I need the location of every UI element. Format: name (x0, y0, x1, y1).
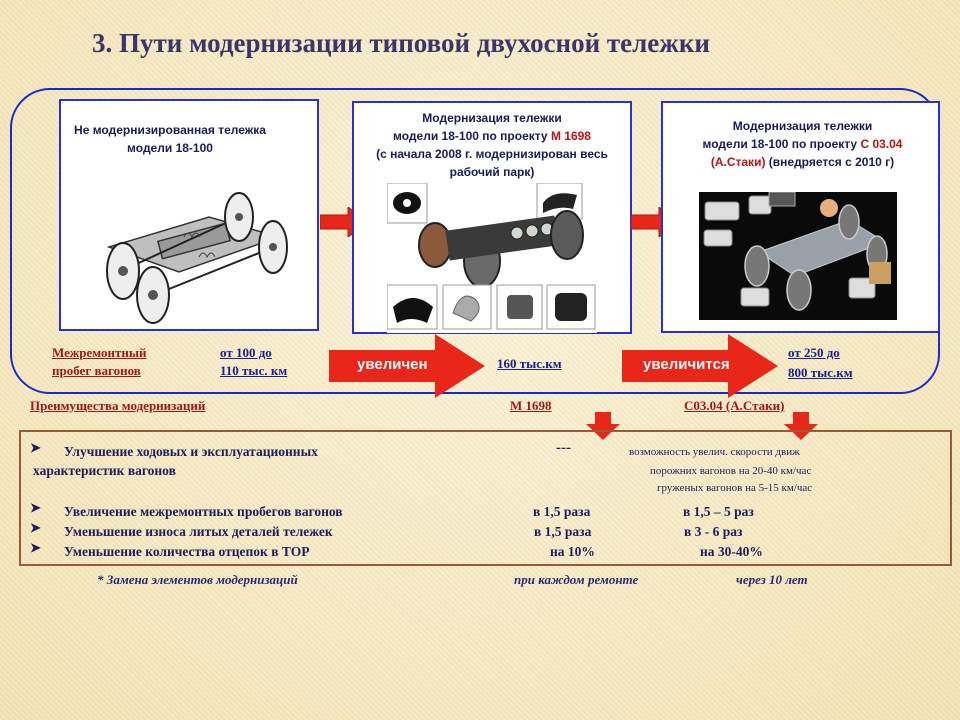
adv-row4-m1698: на 10% (550, 544, 595, 559)
increase-arrow-m1698: увеличен (329, 334, 485, 398)
bullet-arrow-icon: ➤ (30, 520, 41, 535)
adv-row3-m1698: в 1,5 раза (534, 524, 592, 539)
adv-row4-label: Уменьшение количества отцепок в ТОР (64, 544, 310, 559)
panel3-stucki: (А.Стаки) (710, 155, 766, 169)
bogie-image-m1698 (387, 183, 597, 333)
right-arrow-icon (329, 334, 485, 398)
adv-row1-c0304-line3: груженых вагонов на 5-15 км/час (657, 482, 813, 494)
adv-row1-m1698: --- (556, 440, 571, 456)
panel-unmodernized: Не модернизированная тележка модели 18-1… (59, 99, 319, 331)
advantages-table (19, 430, 952, 566)
panel2-project-code: М 1698 (550, 129, 591, 143)
panel2-line1: Модернизация тележки (422, 111, 562, 125)
adv-row2-m1698: в 1,5 раза (533, 504, 591, 519)
bullet-arrow-icon: ➤ (30, 500, 41, 515)
bullet-arrow-icon: ➤ (30, 440, 41, 455)
panel2-line4: рабочий парк) (449, 165, 535, 179)
down-arrow-icon (586, 412, 620, 440)
adv-row2-label: Увеличение межремонтных пробегов вагонов (64, 504, 343, 519)
mileage-base-line1: от 100 до (220, 345, 272, 360)
bullet-arrow-icon: ➤ (30, 540, 41, 555)
adv-row1-label-line2: характеристик вагонов (33, 463, 176, 478)
mileage-base-line2: 110 тыс. км (220, 363, 288, 378)
bogie-image-18-100 (89, 177, 301, 327)
mileage-m1698-value: 160 тыс.км (497, 356, 562, 371)
adv-row4-c0304: на 30-40% (700, 544, 763, 559)
arrow2-label: увеличится (643, 356, 730, 373)
panel-c0304: Модернизация тележки модели 18-100 по пр… (661, 101, 940, 333)
panel3-project-code: С 03.04 (860, 137, 903, 151)
panel2-line3: (с начала 2008 г. модернизирован весь (376, 147, 608, 161)
panel3-line2a: модели 18-100 по проекту (702, 137, 861, 151)
advantages-col-c0304: С03.04 (А.Стаки) (684, 398, 785, 413)
panel1-line2: модели 18-100 (127, 141, 213, 155)
right-arrow-icon (622, 334, 778, 398)
adv-row3-label: Уменьшение износа литых деталей тележек (64, 524, 333, 539)
arrow1-label: увеличен (357, 356, 428, 373)
footnote-c0304: через 10 лет (736, 572, 808, 587)
panel3-line1: Модернизация тележки (732, 119, 873, 133)
panel1-line1: Не модернизированная тележка (74, 123, 266, 137)
adv-row3-c0304: в 3 - 6 раз (684, 524, 743, 539)
footnote-m1698: при каждом ремонте (514, 572, 639, 587)
adv-row1-c0304-line2: порожних вагонов на 20-40 км/час (650, 465, 812, 477)
panel2-line2a: модели 18-100 по проекту (393, 129, 551, 143)
advantages-col-m1698: М 1698 (510, 398, 552, 413)
adv-row2-c0304: в 1,5 – 5 раз (683, 504, 754, 519)
mileage-label-line1: Межремонтный (52, 345, 147, 360)
adv-row1-label-line1: Улучшение ходовых и эксплуатационных (64, 444, 318, 459)
panel3-line3b: (внедряется с 2010 г) (765, 155, 895, 169)
mileage-label-line2: пробег вагонов (52, 363, 141, 378)
panel-m1698: Модернизация тележки модели 18-100 по пр… (352, 101, 632, 334)
increase-arrow-c0304: увеличится (622, 334, 778, 398)
advantages-header: Преимущества модернизаций (30, 398, 206, 413)
adv-row1-c0304-line1: возможность увелич. скорости движ (629, 446, 800, 458)
down-arrow-icon (784, 412, 818, 440)
footnote-label: * Замена элементов модернизаций (97, 572, 298, 587)
mileage-c0304-line2: 800 тыс.км (788, 365, 853, 380)
page-title: 3. Пути модернизации типовой двухосной т… (92, 28, 710, 58)
mileage-c0304-line1: от 250 до (788, 345, 840, 360)
bogie-image-c0304 (699, 192, 897, 320)
